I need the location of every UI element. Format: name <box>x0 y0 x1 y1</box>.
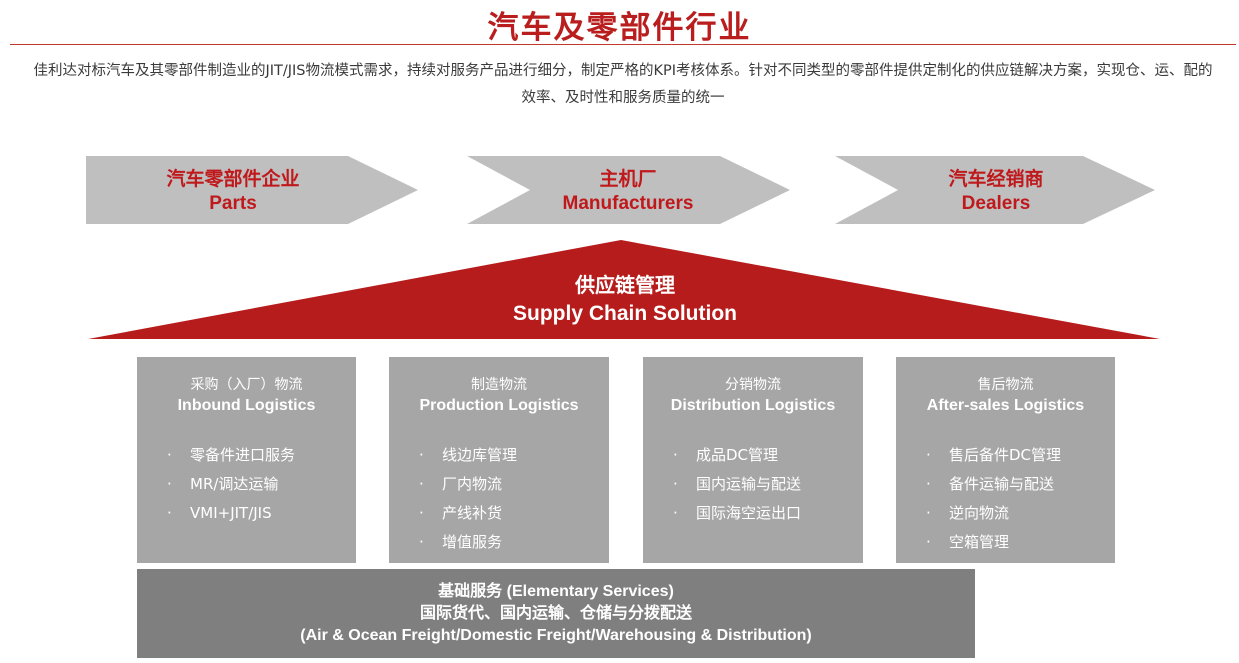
pillar-production: 制造物流 Production Logistics · 线边库管理 · 厂内物流 ·… <box>389 357 609 563</box>
bullet-icon: · <box>926 533 931 551</box>
base-services-cn: 国际货代、国内运输、仓储与分拨配送 <box>419 605 692 622</box>
bullet-icon: · <box>167 446 172 464</box>
intro-paragraph: 佳利达对标汽车及其零部件制造业的JIT/JIS物流模式需求，持续对服务产品进行细… <box>33 63 1213 106</box>
bullet-icon: · <box>167 504 172 522</box>
base-services-en: (Air & Ocean Freight/Domestic Freight/Wa… <box>300 627 812 644</box>
chain-label-manufacturers-cn: 主机厂 <box>599 169 657 190</box>
list-item: · 售后备件DC管理 <box>926 441 1115 470</box>
list-item-label: 售后备件DC管理 <box>949 446 1062 464</box>
bullet-icon: · <box>419 475 424 493</box>
list-item: · 产线补货 <box>419 499 609 528</box>
list-item: · 空箱管理 <box>926 528 1115 557</box>
chain-label-parts-en: Parts <box>209 193 257 214</box>
chain-arrow-parts <box>86 156 418 224</box>
bullet-icon: · <box>673 475 678 493</box>
list-item: · VMI+JIT/JIS <box>167 499 356 528</box>
list-item: · 国际海空运出口 <box>673 499 863 528</box>
bullet-icon: · <box>926 475 931 493</box>
roof-label-cn: 供应链管理 <box>575 275 675 297</box>
roof-label: 供应链管理 Supply Chain Solution <box>420 272 830 328</box>
list-item: · 国内运输与配送 <box>673 470 863 499</box>
pillar-list: · 零备件进口服务 · MR/调达运输 · VMI+JIT/JIS <box>137 441 356 528</box>
bullet-icon: · <box>419 533 424 551</box>
chain-label-dealers-cn: 汽车经销商 <box>948 169 1044 190</box>
list-item-label: 备件运输与配送 <box>949 475 1055 493</box>
pillar-list: · 线边库管理 · 厂内物流 · 产线补货 · 增值服务 <box>389 441 609 557</box>
chain-arrow-manufacturers <box>467 156 790 224</box>
list-item-label: 线边库管理 <box>442 446 518 464</box>
base-services: 基础服务 (Elementary Services) 国际货代、国内运输、仓储与… <box>137 569 975 658</box>
pillar-title-cn: 分销物流 <box>725 377 781 393</box>
list-item: · 备件运输与配送 <box>926 470 1115 499</box>
list-item-label: 厂内物流 <box>442 475 503 493</box>
pillar-title-cn: 售后物流 <box>977 377 1034 393</box>
bullet-icon: · <box>926 446 931 464</box>
list-item-label: 逆向物流 <box>949 504 1010 522</box>
list-item-label: 国内运输与配送 <box>696 475 802 493</box>
pillar-title-en: Production Logistics <box>419 397 579 414</box>
bullet-icon: · <box>926 504 931 522</box>
title-divider <box>10 44 1236 45</box>
bullet-icon: · <box>419 446 424 464</box>
pillar-title-cn: 采购（入厂）物流 <box>190 377 303 393</box>
list-item-label: 成品DC管理 <box>696 446 779 464</box>
pillar-title-cn: 制造物流 <box>471 377 527 393</box>
chain-label-dealers-en: Dealers <box>961 193 1031 214</box>
supply-chain-roof <box>88 240 1160 339</box>
pillar-inbound: 采购（入厂）物流 Inbound Logistics · 零备件进口服务 · MR/… <box>137 357 356 563</box>
list-item: · 逆向物流 <box>926 499 1115 528</box>
page-title: 汽车及零部件行业 <box>487 10 752 46</box>
bullet-icon: · <box>419 504 424 522</box>
pillar-title-en: Distribution Logistics <box>670 397 836 414</box>
bullet-icon: · <box>673 446 678 464</box>
list-item: · 线边库管理 <box>419 441 609 470</box>
pillar-distribution: 分销物流 Distribution Logistics · 成品DC管理 · 国内运… <box>643 357 863 563</box>
list-item: · 增值服务 <box>419 528 609 557</box>
roof-label-en: Supply Chain Solution <box>513 302 737 325</box>
chain-label-dealers: 汽车经销商 Dealers <box>846 168 1146 216</box>
pillar-title-en: After-sales Logistics <box>926 397 1085 414</box>
list-item: · 厂内物流 <box>419 470 609 499</box>
pillar-title-en: Inbound Logistics <box>177 397 316 414</box>
pillar-after-sales: 售后物流 After-sales Logistics · 售后备件DC管理 · 备件… <box>896 357 1115 563</box>
list-item: · MR/调达运输 <box>167 470 356 499</box>
list-item-label: 空箱管理 <box>949 533 1010 551</box>
list-item-label: 产线补货 <box>442 504 503 522</box>
chain-label-manufacturers-en: Manufacturers <box>562 193 694 214</box>
list-item-label: VMI+JIT/JIS <box>190 504 272 522</box>
list-item-label: MR/调达运输 <box>190 475 279 493</box>
chain-label-parts-cn: 汽车零部件企业 <box>166 169 300 190</box>
list-item: · 成品DC管理 <box>673 441 863 470</box>
chain-label-manufacturers: 主机厂 Manufacturers <box>478 168 778 216</box>
base-services-title: 基础服务 (Elementary Services) <box>438 583 674 600</box>
list-item-label: 国际海空运出口 <box>696 504 802 522</box>
list-item-label: 增值服务 <box>442 533 503 551</box>
list-item: · 零备件进口服务 <box>167 441 356 470</box>
pillar-list: · 成品DC管理 · 国内运输与配送 · 国际海空运出口 <box>643 441 863 528</box>
chain-arrow-dealers <box>835 156 1155 224</box>
bullet-icon: · <box>673 504 678 522</box>
pillar-list: · 售后备件DC管理 · 备件运输与配送 · 逆向物流 · 空箱管理 <box>896 441 1115 557</box>
chain-label-parts: 汽车零部件企业 Parts <box>83 168 383 216</box>
bullet-icon: · <box>167 475 172 493</box>
list-item-label: 零备件进口服务 <box>190 446 296 464</box>
